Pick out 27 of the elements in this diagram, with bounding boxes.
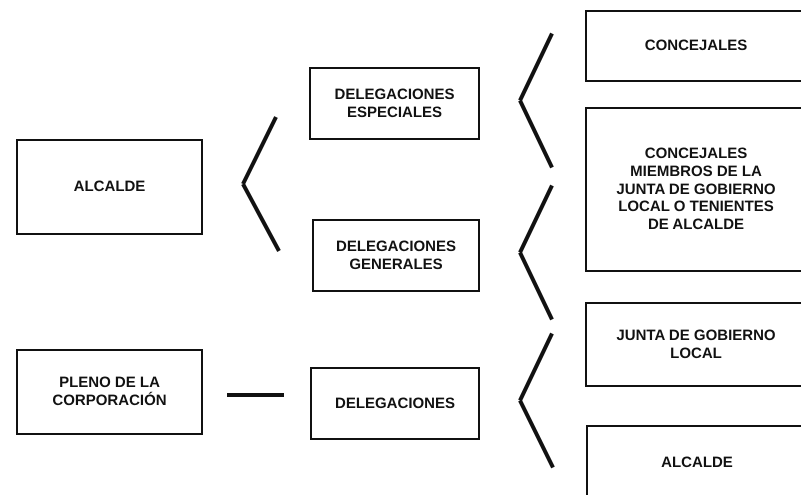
text-box <box>585 107 801 272</box>
text-box <box>309 67 480 140</box>
text-box <box>16 139 203 235</box>
box-label: ALCALDE <box>74 178 146 196</box>
bracket-line <box>241 183 281 252</box>
text-box <box>312 219 480 292</box>
text-box <box>16 349 203 435</box>
text-box <box>310 367 480 440</box>
text-box <box>586 425 801 495</box>
bracket-line <box>518 184 554 254</box>
box-label: DELEGACIONES ESPECIALES <box>333 86 456 122</box>
box-label: DELEGACIONES <box>334 394 455 412</box>
bracket-line <box>518 252 554 320</box>
bracket-line <box>518 100 554 168</box>
box-label: DELEGACIONES GENERALES <box>334 238 457 274</box>
box-label: CONCEJALES MIEMBROS DE LA JUNTA DE GOBIERNO LOCAL O TENIENTES DE ALCALDE <box>615 145 777 234</box>
box-label: CONCEJALES <box>644 37 748 55</box>
box-label: PLENO DE LA CORPORACIÓN <box>51 374 168 410</box>
text-box <box>585 302 801 387</box>
bracket-line <box>241 116 278 185</box>
bracket-line <box>518 400 555 468</box>
box-label: ALCALDE <box>661 454 733 472</box>
connector-line <box>227 393 284 397</box>
text-box <box>585 10 801 82</box>
bracket-line <box>518 332 554 402</box>
bracket-line <box>518 32 554 102</box>
box-label: JUNTA DE GOBIERNO LOCAL <box>615 326 777 362</box>
